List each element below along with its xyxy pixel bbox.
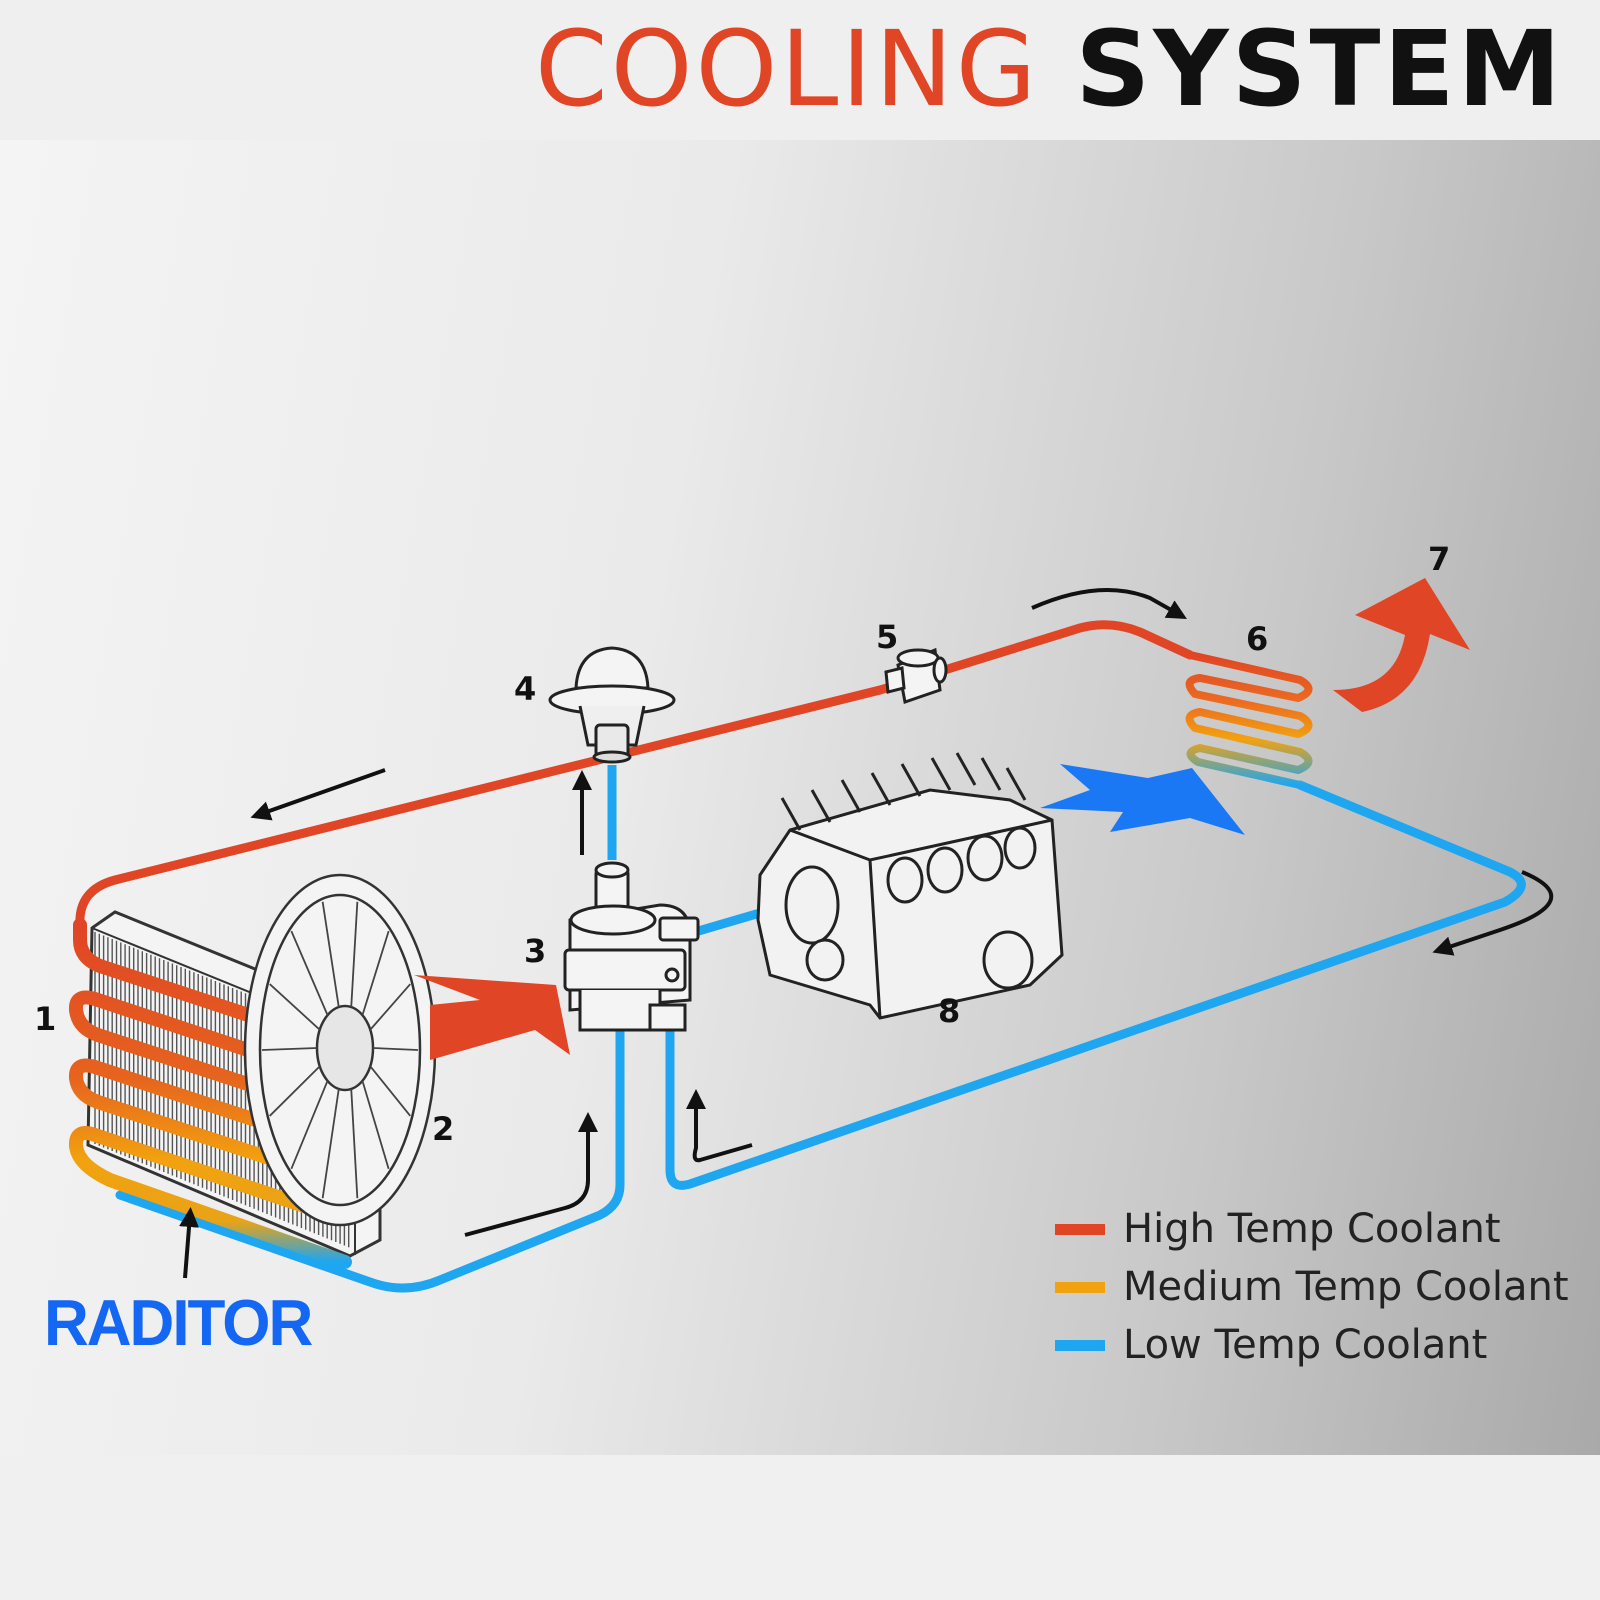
label-sensor-number: 5 (876, 618, 898, 656)
engine-stud (955, 752, 977, 786)
engine-stud (780, 797, 802, 831)
raditor-label: RADITOR (44, 1287, 313, 1360)
page-title: COOLING SYSTEM (535, 12, 1564, 126)
fan-blade (261, 1047, 318, 1051)
fan-blade (372, 1047, 419, 1051)
fan-blade (321, 901, 340, 1008)
label-radiator-number: 1 (34, 1000, 56, 1038)
header-band (0, 0, 1600, 140)
high-temp-pipe (75, 620, 1195, 930)
heat-output-arrow (1333, 578, 1470, 712)
fan-blade (290, 1080, 329, 1170)
label-heater-number: 6 (1246, 620, 1268, 658)
cooling-fan (243, 873, 437, 1227)
title-part-cooling: COOLING (535, 8, 1040, 130)
engine-stud (870, 772, 892, 806)
fan-blade (269, 1065, 321, 1117)
flow-arrow-right-return (1432, 870, 1554, 956)
fan-blade (321, 1088, 340, 1199)
heater-core (1185, 651, 1313, 789)
label-thermostat-number: 4 (514, 670, 536, 708)
cold-air-arrow (1040, 764, 1245, 835)
legend-swatch-low (1055, 1339, 1105, 1351)
legend-item-low: Low Temp Coolant (1055, 1316, 1569, 1374)
fan-blade (369, 983, 411, 1031)
label-fan-number: 2 (432, 1110, 454, 1148)
fan-blade (369, 1065, 411, 1117)
legend-label-low: Low Temp Coolant (1123, 1322, 1488, 1368)
flow-arrow-top-left (250, 768, 386, 821)
legend-label-high: High Temp Coolant (1123, 1206, 1501, 1252)
water-pump (563, 861, 700, 1032)
flow-arrow-raditor-pointer (179, 1207, 200, 1279)
legend-item-high: High Temp Coolant (1055, 1200, 1569, 1258)
fan-blade (361, 1080, 390, 1170)
engine-block (756, 752, 1064, 1020)
engine-stud (980, 757, 1002, 791)
label-engine-number: 8 (938, 992, 960, 1030)
fan-blade (269, 983, 321, 1031)
legend-label-medium: Medium Temp Coolant (1123, 1264, 1569, 1310)
thermostat (548, 646, 676, 764)
fan-blade (361, 930, 390, 1016)
engine-stud (840, 779, 862, 813)
engine-stud (1005, 767, 1027, 801)
low-temp-radiator-pipe (115, 1025, 625, 1293)
fan-blade (290, 930, 329, 1016)
engine-stud (810, 789, 832, 823)
legend-swatch-high (1055, 1223, 1105, 1235)
legend-swatch-medium (1055, 1281, 1105, 1293)
flow-arrow-radiator-to-pump (464, 1112, 598, 1237)
flow-arrow-top-right (1031, 588, 1187, 619)
engine-stud (930, 757, 952, 791)
title-part-system: SYSTEM (1075, 8, 1564, 130)
hot-air-arrow (414, 975, 570, 1060)
fan-blade (350, 1088, 359, 1199)
legend-item-medium: Medium Temp Coolant (1055, 1258, 1569, 1316)
label-heat-output-number: 7 (1428, 540, 1450, 578)
label-pump-number: 3 (524, 932, 546, 970)
engine-stud (900, 763, 922, 797)
legend: High Temp Coolant Medium Temp Coolant Lo… (1055, 1200, 1569, 1374)
fan-blade (350, 901, 359, 1008)
flow-arrow-return-to-pump (686, 1089, 753, 1163)
low-temp-return-pipe (665, 780, 1526, 1190)
temperature-sensor (884, 647, 948, 704)
flow-arrows (179, 588, 1554, 1279)
